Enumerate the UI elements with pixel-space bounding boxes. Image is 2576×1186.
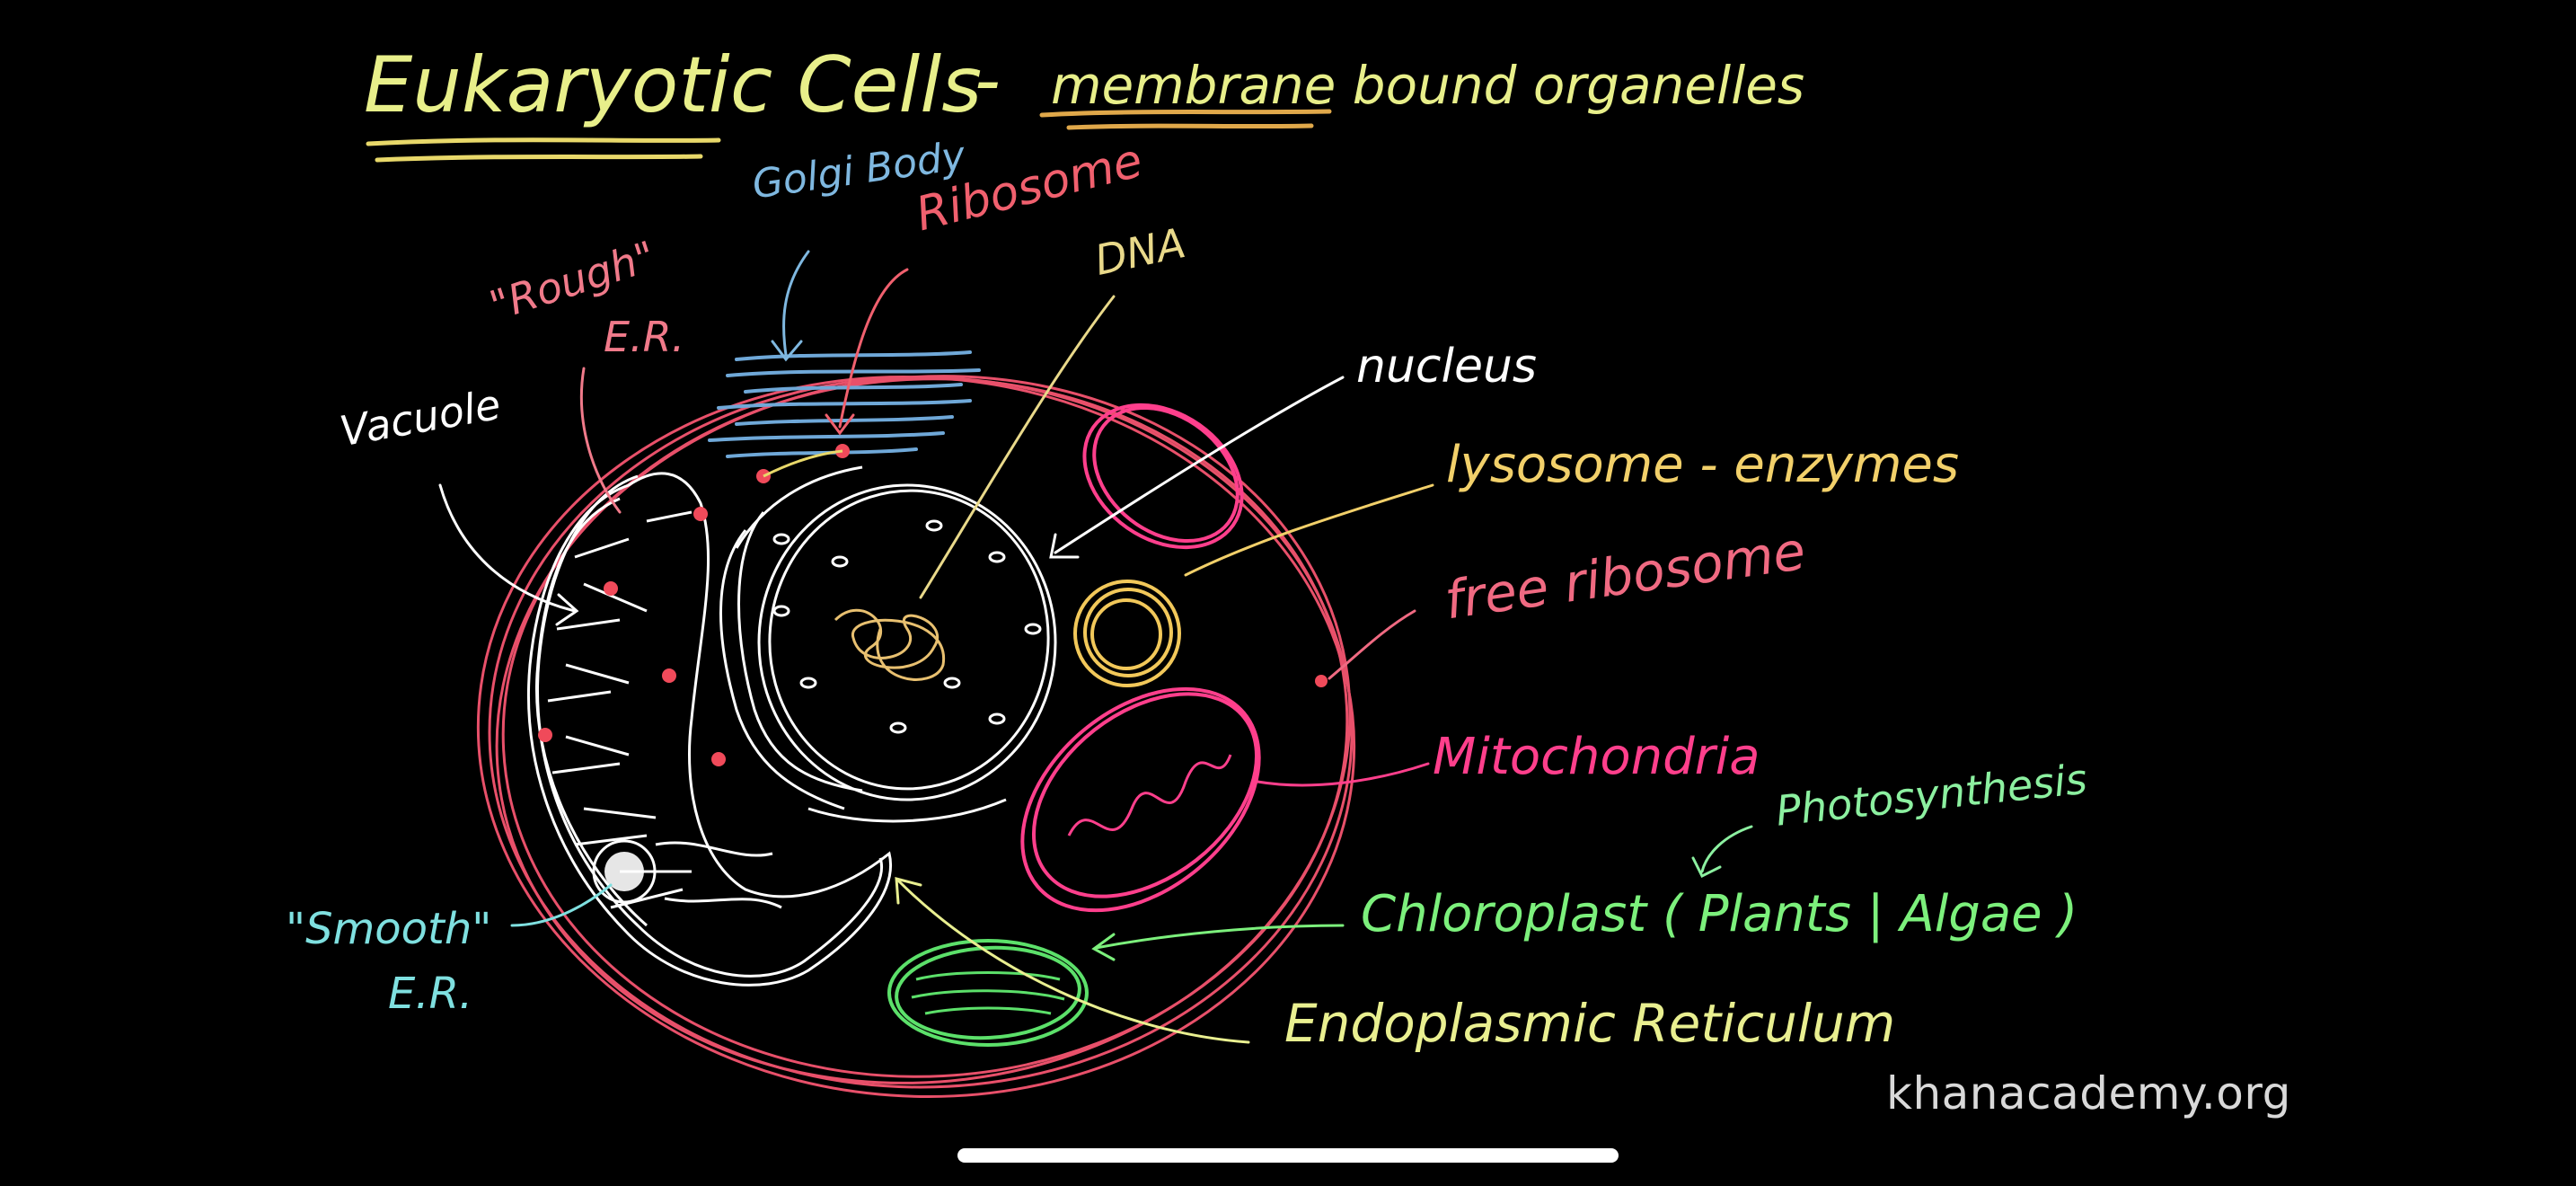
- khanacademy-watermark: khanacademy.org: [1886, 1067, 2291, 1120]
- ribosome-arrowhead: [825, 413, 855, 436]
- chloroplast-arrowhead: [1091, 933, 1116, 961]
- subtitle-underline: [1039, 109, 1332, 130]
- label-smooth-er-quote: "Smooth": [286, 904, 492, 954]
- diagram-subtitle: membrane bound organelles: [1051, 55, 1805, 116]
- ribosome-pointer: [838, 268, 909, 429]
- vacuole-organelle: [526, 472, 892, 987]
- rough-er-organelle: [719, 465, 1007, 823]
- label-pointers: [438, 250, 1753, 1044]
- label-lysosome: lysosome - enzymes: [1446, 436, 1960, 494]
- title-underline: [366, 137, 721, 163]
- home-indicator-bar[interactable]: [957, 1148, 1619, 1163]
- label-smooth-er: E.R.: [388, 969, 473, 1019]
- rough-er-pointer: [579, 367, 622, 514]
- free-ribosome-pointer: [1328, 609, 1416, 680]
- ribosome-chain: [763, 449, 843, 478]
- cell-membrane: [476, 375, 1356, 1098]
- lysosome-pointer: [1184, 483, 1434, 577]
- label-mitochondria: Mitochondria: [1433, 728, 1760, 786]
- dna-scribble: [834, 608, 945, 681]
- mitochondria-pointer: [1256, 762, 1430, 787]
- smooth-er-organelle: [592, 839, 782, 909]
- nucleus-arrowhead: [1049, 533, 1080, 559]
- endoplasmic-arrowhead: [895, 877, 922, 905]
- chloroplast-organelle: [887, 939, 1089, 1047]
- dna-pointer: [919, 295, 1116, 599]
- golgi-pointer: [782, 250, 810, 357]
- nucleus-pointer: [1054, 376, 1345, 554]
- nuclear-pores: [772, 519, 1042, 734]
- lysosome-organelle: [1073, 580, 1181, 687]
- nucleus-organelle: [757, 483, 1057, 801]
- diagram-title: Eukaryotic Cells: [364, 40, 982, 130]
- label-nucleus: nucleus: [1356, 340, 1537, 394]
- label-endoplasmic-reticulum: Endoplasmic Reticulum: [1284, 993, 1896, 1054]
- vacuole-arrowhead: [555, 593, 579, 626]
- chloroplast-pointer: [1094, 924, 1345, 950]
- lysosome-oval: [1082, 403, 1244, 550]
- label-chloroplast: Chloroplast ( Plants | Algae ): [1361, 885, 2078, 943]
- golgi-arrowhead: [771, 340, 803, 362]
- mitochondria-organelle: [1020, 686, 1261, 913]
- smooth-er-pointer: [510, 883, 613, 927]
- photosynthesis-arrowhead: [1691, 856, 1722, 879]
- title-dash: -: [975, 39, 1001, 122]
- endoplasmic-pointer: [896, 879, 1250, 1044]
- vacuole-pointer: [438, 483, 577, 613]
- label-rough-er: E.R.: [604, 313, 685, 361]
- photosynthesis-pointer: [1700, 825, 1753, 873]
